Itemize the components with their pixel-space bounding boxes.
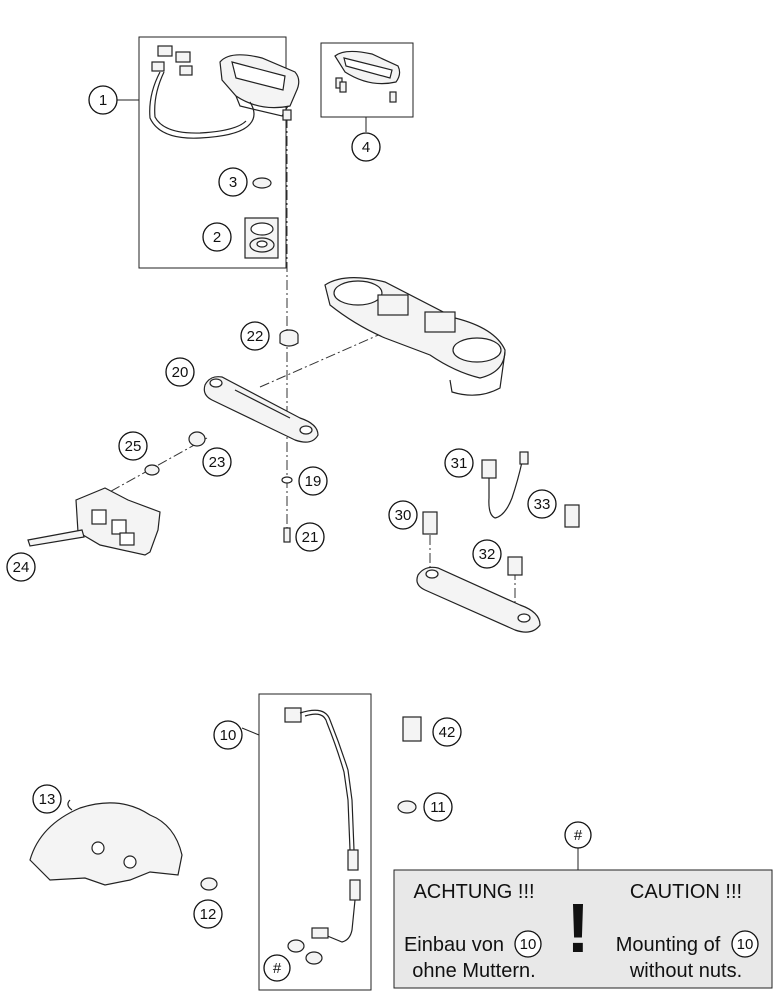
svg-text:#: # (273, 960, 282, 977)
svg-text:31: 31 (451, 455, 468, 472)
screw-kit-part (334, 50, 401, 103)
callout-hash-note: # (564, 821, 592, 849)
svg-text:32: 32 (479, 546, 496, 563)
note-ref-de: 10 (520, 936, 537, 953)
note-ref-en: 10 (737, 936, 754, 953)
callout-4: 4 (351, 132, 381, 162)
socket-part (244, 217, 279, 259)
clip-part (397, 716, 422, 814)
callout-2: 2 (202, 222, 232, 252)
note-line1-de: Einbau von (404, 934, 504, 956)
callout-24: 24 (6, 552, 36, 582)
callout-30: 30 (388, 500, 418, 530)
exclamation-mark: ! (566, 889, 589, 967)
svg-text:22: 22 (247, 328, 264, 345)
callout-42: 42 (432, 717, 462, 747)
svg-text:19: 19 (305, 473, 322, 490)
callout-22: 22 (240, 321, 270, 351)
note-title-en: CAUTION !!! (630, 881, 742, 903)
dashboard-part (149, 45, 300, 139)
callout-23: 23 (202, 447, 232, 477)
svg-text:23: 23 (209, 454, 226, 471)
callout-33: 33 (527, 489, 557, 519)
svg-text:20: 20 (172, 364, 189, 381)
callout-13: 13 (32, 784, 62, 814)
indicator-cable-part (481, 451, 529, 519)
svg-text:24: 24 (13, 559, 30, 576)
holder-bracket-32-part (416, 566, 541, 633)
triple-clamp-part (324, 277, 506, 396)
callout-1: 1 (88, 85, 118, 115)
note-line2-de: ohne Muttern. (412, 960, 535, 982)
group-frame-cable (258, 693, 372, 991)
holder-bracket-part (203, 376, 319, 443)
svg-text:12: 12 (200, 906, 217, 923)
warning-note: ACHTUNG !!! CAUTION !!! ! Einbau von 10 … (393, 869, 773, 989)
svg-text:4: 4 (362, 139, 370, 156)
disc-guard-part (29, 799, 183, 886)
svg-text:42: 42 (439, 724, 456, 741)
callout-20: 20 (165, 357, 195, 387)
svg-text:#: # (574, 827, 583, 844)
note-title-de: ACHTUNG !!! (413, 881, 534, 903)
callout-32: 32 (472, 539, 502, 569)
svg-text:10: 10 (220, 727, 237, 744)
callout-12: 12 (193, 899, 223, 929)
screw-part (283, 527, 291, 543)
leader-lines (117, 99, 579, 870)
svg-text:13: 13 (39, 791, 56, 808)
svg-text:21: 21 (302, 529, 319, 546)
callout-11: 11 (423, 792, 453, 822)
group-frame-dashboard (138, 36, 287, 269)
note-line2-en: without nuts. (629, 960, 742, 982)
sensor-cable-part (284, 707, 361, 965)
mounting-bracket-part (27, 487, 161, 556)
note-ref-circle-de (514, 930, 542, 958)
svg-text:2: 2 (213, 229, 221, 246)
note-line1-en: Mounting of (616, 934, 721, 956)
plug-part (422, 504, 580, 576)
callout-31: 31 (444, 448, 474, 478)
callout-10: 10 (213, 720, 243, 750)
group-frame-screws (320, 42, 414, 118)
svg-text:3: 3 (229, 174, 237, 191)
cap-part (252, 177, 272, 189)
svg-text:11: 11 (430, 799, 446, 816)
svg-text:30: 30 (395, 507, 412, 524)
callout-hash-cable: # (263, 954, 291, 982)
svg-text:1: 1 (99, 92, 107, 109)
callout-21: 21 (295, 522, 325, 552)
svg-text:33: 33 (534, 496, 551, 513)
washer-part (281, 476, 293, 484)
note-ref-circle-en (731, 930, 759, 958)
callout-3: 3 (218, 167, 248, 197)
callout-19: 19 (298, 466, 328, 496)
nut-part (200, 877, 218, 891)
grommet-part (279, 329, 299, 347)
svg-text:25: 25 (125, 438, 142, 455)
callout-25: 25 (118, 431, 148, 461)
bushing-part (144, 431, 206, 476)
